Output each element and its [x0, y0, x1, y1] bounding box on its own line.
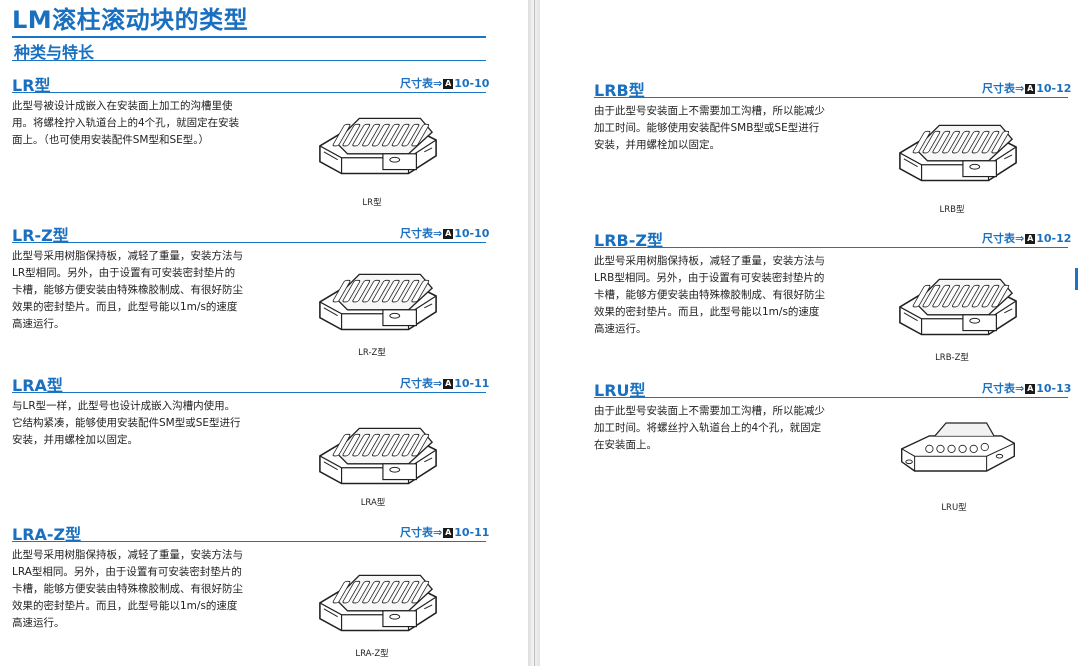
figure-caption: LRB型 — [939, 205, 965, 215]
chapter-tab-marker — [1075, 268, 1078, 290]
product-name: LRA型 — [12, 376, 63, 395]
product-description: 由于此型号安装面上不需要加工沟槽，所以能减少加工时间。能够使用安装配件SMB型或… — [594, 105, 825, 151]
block-rule — [12, 392, 486, 393]
lrb-z-block-illustration — [894, 263, 1022, 343]
product-name: LR型 — [12, 76, 51, 95]
product-name: LR-Z型 — [12, 226, 69, 245]
section-a-icon: A — [443, 79, 454, 89]
figure-caption: LR-Z型 — [358, 348, 386, 358]
product-name: LRU型 — [594, 381, 646, 400]
product-description: 由于此型号安装面上不需要加工沟槽，所以能减少加工时间。将螺丝拧入轨道台上的4个孔… — [594, 405, 825, 451]
block-rule — [594, 97, 1068, 98]
block-rule — [12, 242, 486, 243]
figure-caption: LR型 — [362, 198, 382, 208]
block-rule — [12, 541, 486, 542]
lr-z-block-illustration — [314, 258, 442, 338]
section-a-icon: A — [1025, 84, 1036, 94]
section-a-icon: A — [443, 229, 454, 239]
product-description: 与LR型一样，此型号也设计成嵌入沟槽内使用。它结构紧凑，能够使用安装配件SM型或… — [12, 400, 241, 446]
page-title: LM滚柱滚动块的类型 — [12, 6, 249, 34]
product-description: 此型号采用树脂保持板，减轻了重量，安装方法与LRA型相同。另外，由于设置有可安装… — [12, 549, 243, 629]
lr-block-illustration — [314, 102, 442, 182]
product-description: 此型号被设计成嵌入在安装面上加工的沟槽里使用。将螺栓拧入轨道台上的4个孔，就固定… — [12, 100, 240, 146]
block-rule — [594, 247, 1068, 248]
lrb-block-illustration — [894, 109, 1022, 189]
section-a-icon: A — [1025, 234, 1036, 244]
page-gutter-line — [534, 0, 535, 666]
section-title: 种类与特长 — [14, 43, 95, 62]
lra-block-illustration — [314, 412, 442, 492]
lru-block-illustration — [898, 407, 1018, 487]
section-a-icon: A — [443, 528, 454, 538]
product-description: 此型号采用树脂保持板，减轻了重量，安装方法与LRB型相同。另外，由于设置有可安装… — [594, 255, 825, 335]
product-description: 此型号采用树脂保持板，减轻了重量，安装方法与LR型相同。另外，由于设置有可安装密… — [12, 250, 243, 330]
section-a-icon: A — [1025, 384, 1036, 394]
figure-caption: LRA型 — [360, 498, 386, 508]
figure-caption: LRB-Z型 — [935, 353, 969, 363]
block-rule — [594, 397, 1068, 398]
product-name: LRA-Z型 — [12, 525, 82, 544]
block-rule — [12, 92, 486, 93]
figure-caption: LRA-Z型 — [355, 649, 389, 659]
product-name: LRB型 — [594, 81, 645, 100]
section-header: 种类与特长 — [12, 36, 486, 62]
product-name: LRB-Z型 — [594, 231, 663, 250]
lra-z-block-illustration — [314, 559, 442, 639]
section-a-icon: A — [443, 379, 454, 389]
figure-caption: LRU型 — [941, 503, 967, 513]
